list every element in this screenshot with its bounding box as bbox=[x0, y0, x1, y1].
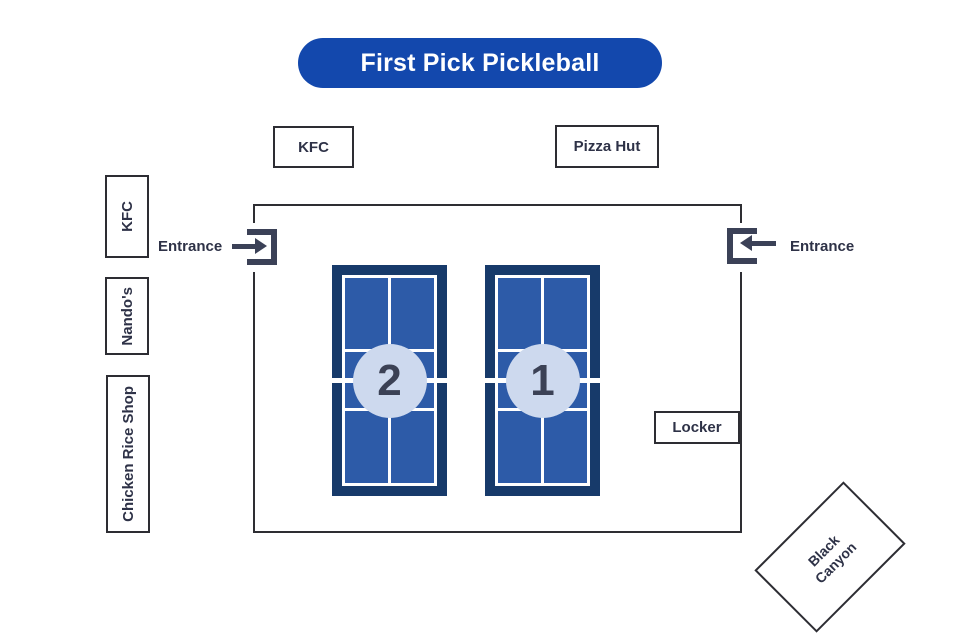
court-1-number: 1 bbox=[530, 355, 555, 405]
entrance-door-bracket-right bbox=[727, 228, 757, 264]
court-2-number: 2 bbox=[377, 355, 402, 405]
venue-title-pill: First Pick Pickleball bbox=[298, 38, 662, 88]
entrance-arrow-left-shaft bbox=[232, 244, 257, 249]
facility-wall-left-lower bbox=[253, 272, 255, 533]
locker-label: Locker bbox=[672, 419, 722, 436]
shop-label-nandos: Nando's bbox=[118, 286, 136, 346]
court-2-number-badge: 2 bbox=[352, 343, 427, 418]
entrance-arrow-right-shaft bbox=[751, 241, 776, 246]
pickleball-court-2: 2 bbox=[326, 265, 453, 496]
pickleball-court-1: 1 bbox=[479, 265, 606, 496]
shop-box-pizza-hut: Pizza Hut bbox=[555, 125, 659, 168]
shop-label-kfc-left: KFC bbox=[118, 201, 136, 232]
entrance-door-bracket-left bbox=[247, 229, 277, 265]
court-2-center-line-top bbox=[388, 275, 391, 349]
court-1-number-badge: 1 bbox=[505, 343, 580, 418]
facility-wall-left-upper bbox=[253, 204, 255, 223]
venue-title: First Pick Pickleball bbox=[360, 48, 600, 77]
entrance-arrow-left-icon bbox=[740, 235, 752, 251]
entrance-arrow-right-icon bbox=[255, 238, 267, 254]
facility-wall-bottom bbox=[253, 531, 742, 533]
entrance-label-right: Entrance bbox=[790, 238, 855, 255]
shop-box-kfc-left: KFC bbox=[105, 175, 149, 258]
court-2-center-line-bottom bbox=[388, 411, 391, 486]
entrance-label-left: Entrance bbox=[158, 238, 223, 255]
shop-box-chicken-rice-shop: Chicken Rice Shop bbox=[106, 375, 150, 533]
shop-label-chicken-rice-shop: Chicken Rice Shop bbox=[119, 386, 137, 522]
shop-box-kfc-top: KFC bbox=[273, 126, 354, 168]
locker-box: Locker bbox=[654, 411, 740, 444]
court-1-center-line-bottom bbox=[541, 411, 544, 486]
shop-label-kfc-top: KFC bbox=[298, 138, 329, 156]
facility-wall-right-lower bbox=[740, 272, 742, 533]
facility-wall-right-upper bbox=[740, 204, 742, 223]
facility-wall-top bbox=[253, 204, 742, 206]
shop-box-nandos: Nando's bbox=[105, 277, 149, 355]
court-1-center-line-top bbox=[541, 275, 544, 349]
shop-box-black-canyon: Black Canyon bbox=[754, 481, 906, 633]
shop-label-pizza-hut: Pizza Hut bbox=[573, 138, 641, 155]
